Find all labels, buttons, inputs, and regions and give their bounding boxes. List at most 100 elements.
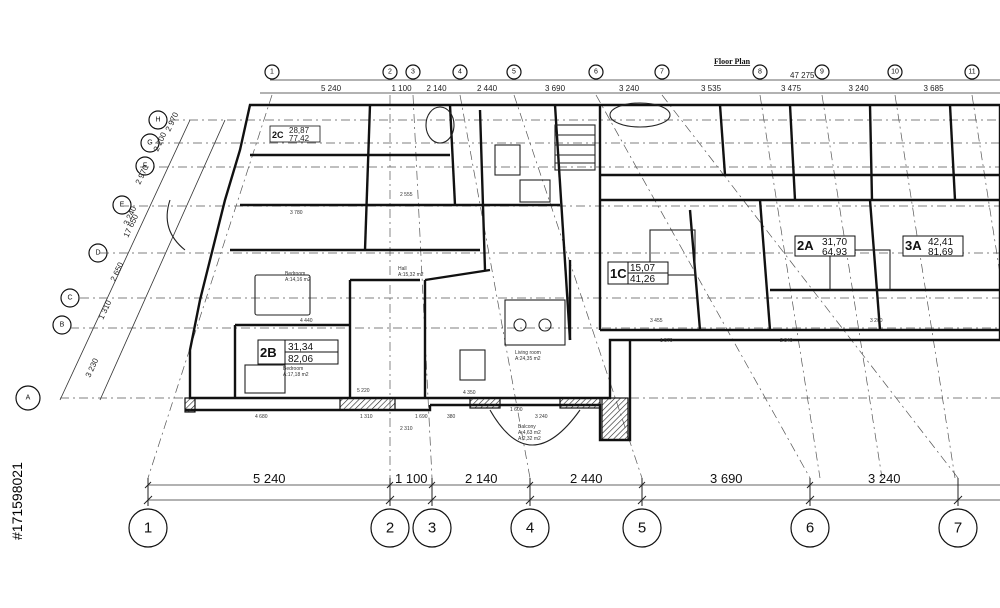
left-dim-2: 2 650	[109, 260, 126, 282]
unit-2C-code: 2C	[272, 130, 284, 140]
top-axis-circle	[588, 64, 604, 80]
left-dim-6: 2 970	[164, 110, 181, 132]
top-axis-number: 9	[820, 69, 824, 76]
unit-2B-code: 2B	[260, 345, 277, 360]
idim-1310: 1 310	[360, 414, 373, 420]
top-axis-11: 11	[964, 64, 980, 80]
left-axis-circle	[135, 156, 155, 176]
top-axis-2: 2	[382, 64, 398, 80]
idim-1690: 1 690	[415, 414, 428, 420]
top-axis-circle	[752, 64, 768, 80]
bottom-axis-6: 6	[790, 478, 830, 548]
left-axis-C: C	[60, 288, 80, 308]
top-axis-circle	[382, 64, 398, 80]
bottom-axis-number: 3	[428, 520, 436, 537]
bottom-dim-1: 1 100	[395, 471, 428, 486]
idim-3780: 3 780	[290, 210, 303, 216]
room-living-area: A:24,35 m2	[515, 356, 541, 362]
top-axis-circle	[887, 64, 903, 80]
idim-3455: 3 455	[650, 318, 663, 324]
left-axis-letter: B	[60, 322, 65, 329]
left-axis-letter: H	[155, 117, 160, 124]
bottom-axis-number: 6	[806, 520, 814, 537]
unit-2A-area2: 64,93	[822, 247, 847, 258]
unit-1C-tag: 1C 15,07 41,26	[607, 261, 669, 285]
idim-1570: 1 570	[660, 338, 673, 344]
left-dim-0: 3 230	[84, 356, 101, 378]
bottom-axis-slash	[525, 495, 535, 505]
room-balcony: Balcony	[518, 424, 536, 430]
left-axis-letter: G	[147, 140, 152, 147]
bottom-axis-2: 2	[370, 478, 410, 548]
top-axis-9: 9	[814, 64, 830, 80]
top-axis-circle	[452, 64, 468, 80]
axis-line-7	[661, 94, 959, 479]
room-balcony-area1: A:4,63 m2	[518, 430, 541, 436]
unit-3A-area1: 42,41	[928, 237, 953, 248]
left-dim-line-2	[99, 119, 226, 401]
bottom-axis-circle	[510, 508, 550, 548]
bottom-axis-slash	[637, 495, 647, 505]
idim-4350: 4 350	[463, 390, 476, 396]
unit-2C-area2: 77,42	[289, 134, 310, 143]
top-axis-number: 10	[891, 69, 899, 76]
left-axis-letter: A	[26, 395, 31, 402]
axis-grid-lines	[147, 94, 1000, 479]
left-dim-line	[59, 119, 191, 401]
idim-380: 380	[447, 414, 456, 420]
bottom-axis-number: 7	[954, 520, 962, 537]
room-bedroom-top: Bedroom	[285, 271, 305, 277]
idim-3240: 3 240	[535, 414, 548, 420]
idim-2310: 2 310	[400, 426, 413, 432]
idim-4440: 4 440	[300, 318, 313, 324]
axis-line-4	[459, 94, 531, 479]
unit-1C-area2: 41,26	[630, 274, 655, 285]
top-axis-number: 8	[758, 69, 762, 76]
top-axis-6: 6	[588, 64, 604, 80]
left-axis-B: B	[52, 315, 72, 335]
building-walls	[166, 102, 1000, 446]
bottom-axis-slash	[143, 495, 153, 505]
idim-4680: 4 680	[255, 414, 268, 420]
unit-2A-code: 2A	[797, 238, 814, 253]
idim-5220: 5 220	[357, 388, 370, 394]
unit-3A-area2: 81,69	[928, 247, 953, 258]
idim-3200: 3 200	[870, 318, 883, 324]
bottom-axis-number: 1	[144, 520, 152, 537]
top-axis-circle	[654, 64, 670, 80]
unit-1C-area1: 15,07	[630, 263, 655, 274]
top-axis-number: 11	[968, 69, 975, 76]
bottom-axis-circle	[790, 508, 830, 548]
left-axis-circle	[60, 288, 80, 308]
top-axis-circle	[405, 64, 421, 80]
left-dim-5: 2 200	[152, 130, 169, 152]
top-axis-number: 6	[594, 69, 598, 76]
bottom-dim-0: 5 240	[253, 471, 286, 486]
bottom-axis-3: 3	[412, 478, 452, 548]
top-axis-circle	[506, 64, 522, 80]
left-axis-circle	[15, 385, 41, 411]
room-living: Living room	[515, 350, 541, 356]
idim-1600: 1 600	[510, 407, 523, 413]
unit-2A-area1: 31,70	[822, 237, 847, 248]
bottom-axis-circle	[938, 508, 978, 548]
bottom-dim-4: 3 690	[710, 471, 743, 486]
top-dim-8: 3 240	[849, 84, 870, 93]
axis-line-11	[971, 94, 1000, 276]
room-balcony-area2: A:2,32 m2	[518, 436, 541, 442]
bottom-axis-5: 5	[622, 478, 662, 548]
left-axis-circle	[148, 110, 168, 130]
bottom-axis-number: 2	[386, 520, 394, 537]
unit-3A-code: 3A	[905, 238, 922, 253]
room-bedroom-2b-area: A:17,18 m2	[283, 372, 309, 378]
axis-line-3	[412, 94, 433, 479]
left-axis-letter: C	[67, 295, 72, 302]
unit-2C-tag: 2C 28,87 77,42	[269, 125, 321, 143]
top-axis-number: 3	[411, 69, 415, 76]
bottom-axis-number: 5	[638, 520, 646, 537]
bottom-dim-3: 2 440	[570, 471, 603, 486]
bottom-axis-circle	[128, 508, 168, 548]
